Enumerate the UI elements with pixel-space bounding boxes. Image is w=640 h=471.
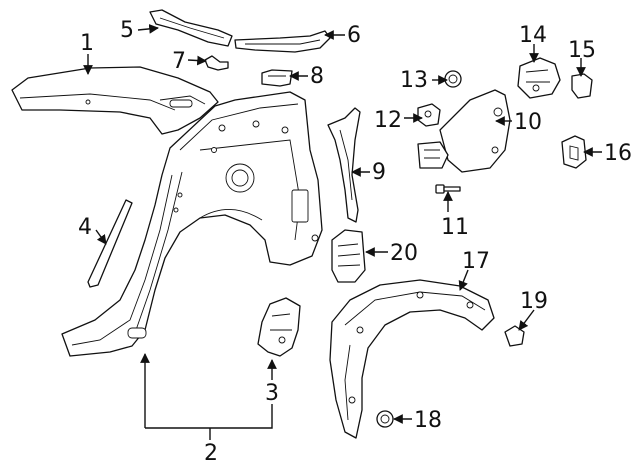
part-10-fuel-door xyxy=(439,89,511,173)
callout-19: 19 xyxy=(520,289,548,314)
part-3-bracket xyxy=(257,297,301,357)
callout-12: 12 xyxy=(374,108,402,133)
part-9-pillar-trim xyxy=(327,107,361,223)
callout-11: 11 xyxy=(441,215,469,240)
callout-18: 18 xyxy=(414,408,442,433)
callout-20: 20 xyxy=(390,241,418,266)
part-8-bracket xyxy=(261,69,293,87)
callout-7: 7 xyxy=(172,49,186,74)
callout-4: 4 xyxy=(78,215,92,240)
callout-14: 14 xyxy=(519,23,547,48)
callout-3: 3 xyxy=(265,381,279,406)
part-6-reinforcement xyxy=(234,30,331,53)
part-11-screw xyxy=(435,184,461,194)
part-1-roof-side-rail xyxy=(11,66,219,135)
part-13-grommet xyxy=(444,70,462,88)
part-16-housing xyxy=(561,135,587,169)
callout-17: 17 xyxy=(462,249,490,274)
callout-15: 15 xyxy=(568,38,596,63)
part-18-clip xyxy=(376,410,394,428)
part-15-clip xyxy=(571,73,593,99)
fuel-door-hinge xyxy=(417,141,449,169)
callout-5: 5 xyxy=(120,18,134,43)
callout-2: 2 xyxy=(204,441,218,466)
callout-9: 9 xyxy=(372,160,386,185)
part-7-bracket xyxy=(204,55,229,71)
part-17-liner xyxy=(329,279,495,439)
leader-lines xyxy=(83,24,602,440)
callout-6: 6 xyxy=(347,23,361,48)
callout-13: 13 xyxy=(400,68,428,93)
part-12-actuator xyxy=(417,103,441,127)
callout-1: 1 xyxy=(80,31,94,56)
part-5-reinforcement xyxy=(149,9,233,47)
part-20-vent xyxy=(331,229,366,283)
callout-8: 8 xyxy=(310,64,324,89)
callout-labels: 1 5 6 7 8 9 10 13 12 14 15 16 11 20 17 1… xyxy=(78,18,632,466)
callout-10: 10 xyxy=(514,110,542,135)
part-19-screw xyxy=(504,325,525,347)
part-2-quarter-panel xyxy=(61,91,323,357)
part-4-weatherstrip xyxy=(87,199,133,288)
part-14-lock-module xyxy=(517,57,561,99)
callout-16: 16 xyxy=(604,141,632,166)
